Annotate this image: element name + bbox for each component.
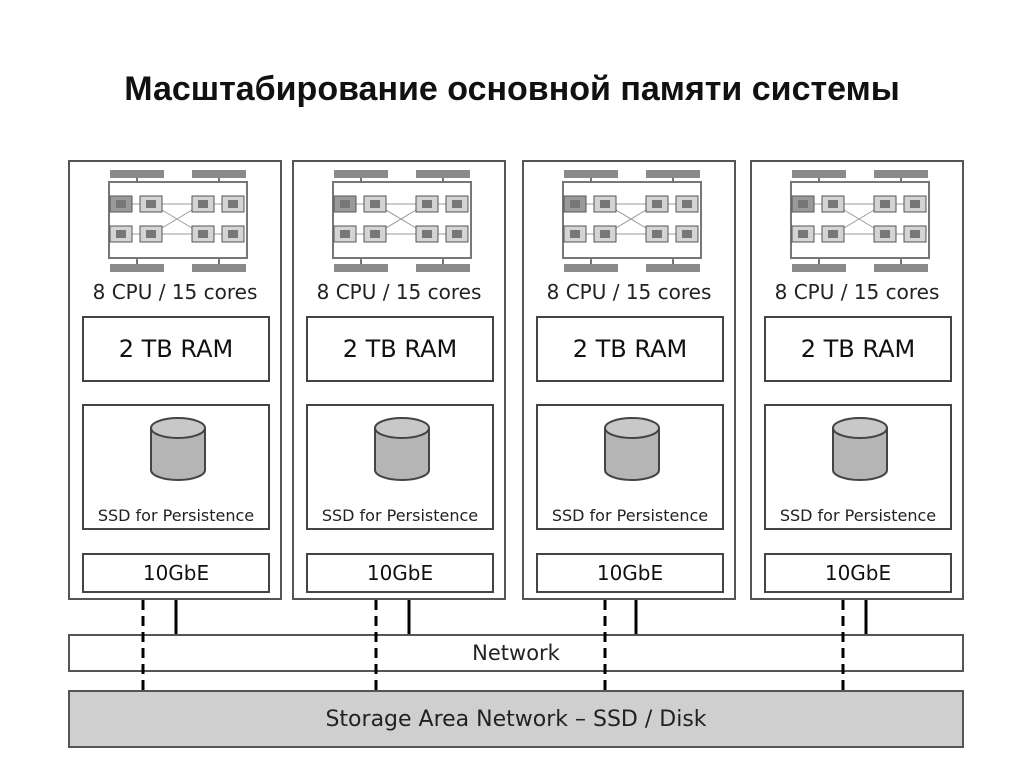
ram-label: 2 TB RAM: [572, 335, 688, 363]
ssd-label: SSD for Persistence: [321, 506, 479, 525]
nic-box: 10GbE: [764, 553, 952, 593]
ram-box: 2 TB RAM: [764, 316, 952, 382]
disk-cylinder-icon: [374, 417, 430, 481]
ssd-label: SSD for Persistence: [97, 506, 255, 525]
ram-box: 2 TB RAM: [82, 316, 270, 382]
server-node-3: 8 CPU / 15 cores 2 TB RAM SSD for Persis…: [522, 160, 736, 600]
network-label: Network: [472, 641, 560, 665]
server-node-4: 8 CPU / 15 cores 2 TB RAM SSD for Persis…: [750, 160, 964, 600]
cpu-topology-icon: [332, 170, 472, 272]
nic-label: 10GbE: [142, 561, 210, 585]
ssd-label: SSD for Persistence: [551, 506, 709, 525]
disk-cylinder-icon: [150, 417, 206, 481]
ram-label: 2 TB RAM: [342, 335, 458, 363]
nic-box: 10GbE: [536, 553, 724, 593]
page-title: Масштабирование основной памяти системы: [124, 70, 900, 108]
nic-label: 10GbE: [596, 561, 664, 585]
disk-cylinder-icon: [832, 417, 888, 481]
cpu-topology-icon: [108, 170, 248, 272]
network-bar: Network: [68, 634, 964, 672]
san-label: Storage Area Network – SSD / Disk: [325, 706, 707, 732]
nic-label: 10GbE: [824, 561, 892, 585]
ssd-box: SSD for Persistence: [306, 404, 494, 530]
ram-box: 2 TB RAM: [306, 316, 494, 382]
storage-area-network-bar: Storage Area Network – SSD / Disk: [68, 690, 964, 748]
server-node-1: 8 CPU / 15 cores 2 TB RAM SSD for Persis…: [68, 160, 282, 600]
cpu-topology-icon: [790, 170, 930, 272]
nic-box: 10GbE: [306, 553, 494, 593]
ssd-label: SSD for Persistence: [779, 506, 937, 525]
ssd-box: SSD for Persistence: [82, 404, 270, 530]
ram-label: 2 TB RAM: [800, 335, 916, 363]
server-node-2: 8 CPU / 15 cores 2 TB RAM SSD for Persis…: [292, 160, 506, 600]
ram-label: 2 TB RAM: [118, 335, 234, 363]
cpu-label: 8 CPU / 15 cores: [92, 280, 258, 304]
ssd-box: SSD for Persistence: [536, 404, 724, 530]
cpu-label: 8 CPU / 15 cores: [316, 280, 482, 304]
cpu-label: 8 CPU / 15 cores: [546, 280, 712, 304]
cpu-label: 8 CPU / 15 cores: [774, 280, 940, 304]
ram-box: 2 TB RAM: [536, 316, 724, 382]
ssd-box: SSD for Persistence: [764, 404, 952, 530]
disk-cylinder-icon: [604, 417, 660, 481]
nic-box: 10GbE: [82, 553, 270, 593]
cpu-topology-icon: [562, 170, 702, 272]
nic-label: 10GbE: [366, 561, 434, 585]
